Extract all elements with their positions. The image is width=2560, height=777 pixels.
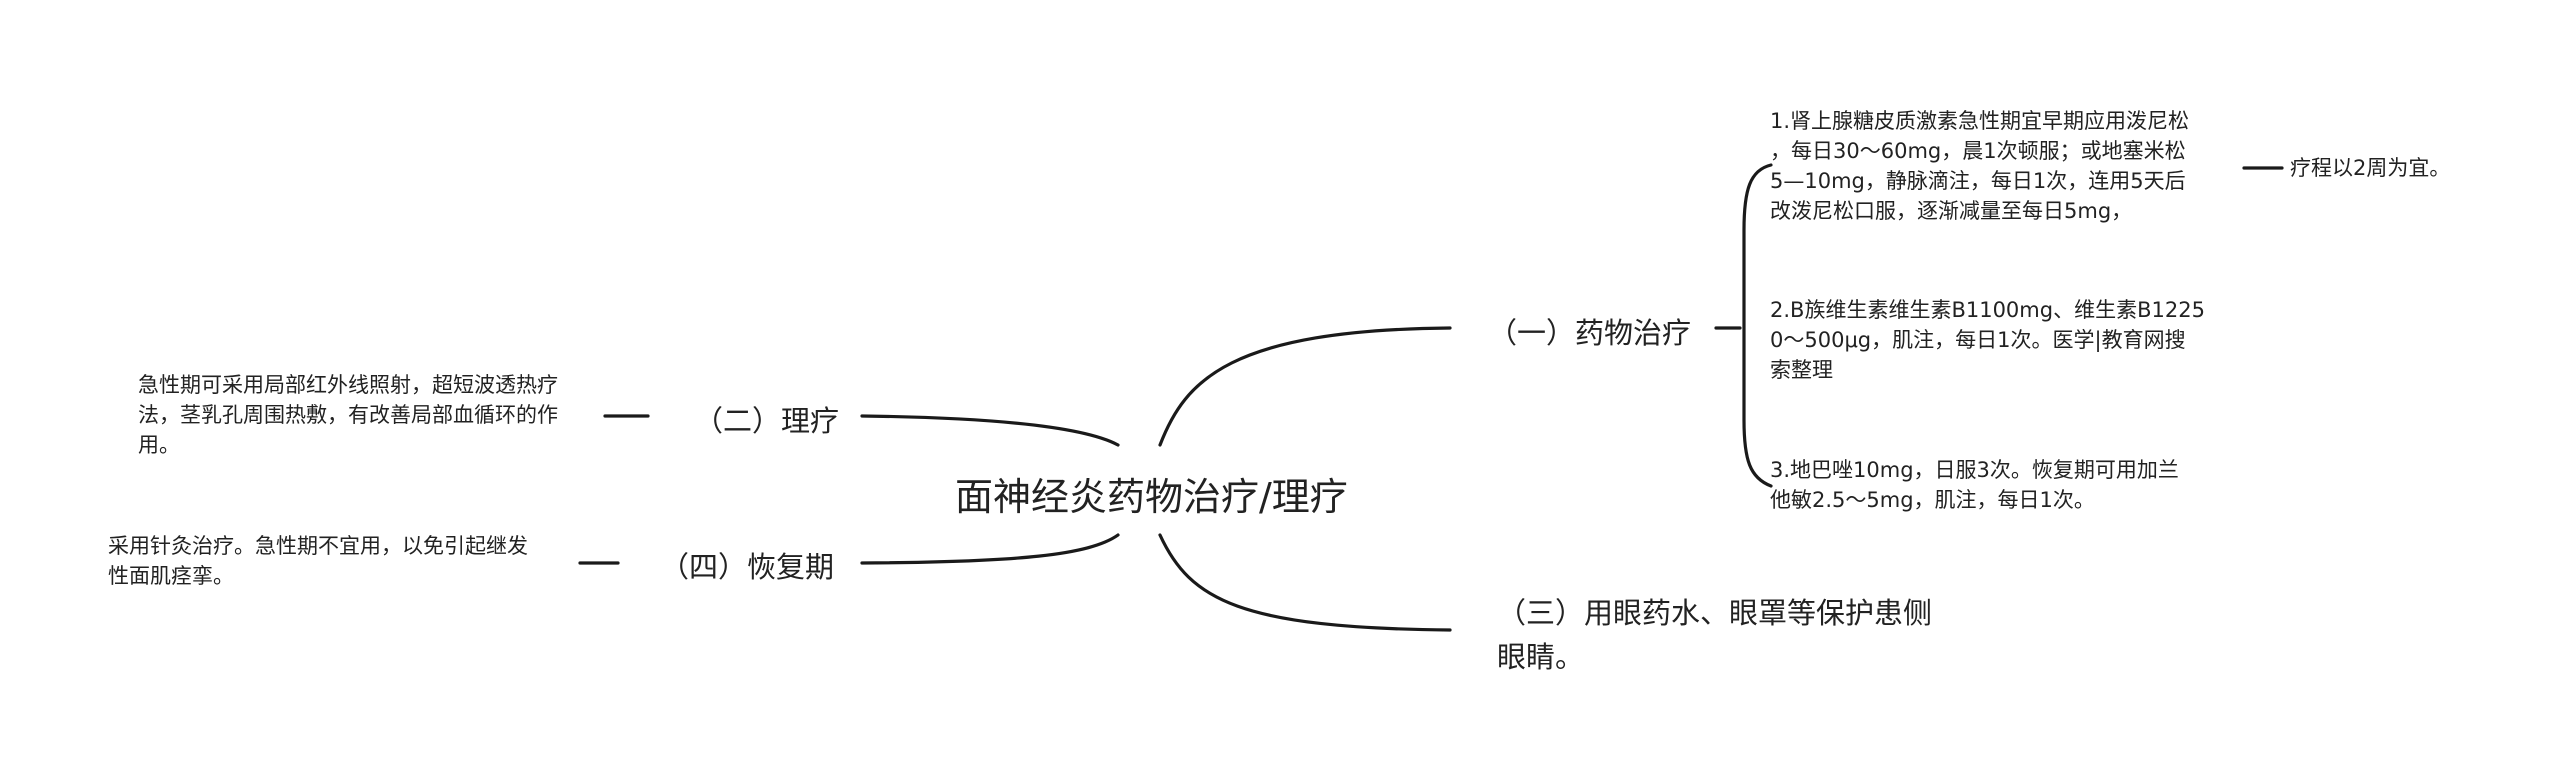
leaf-dibazol: 3.地巴唑10mg，日服3次。恢复期可用加兰 他敏2.5～5mg，肌注，每日1次… bbox=[1770, 458, 2179, 512]
connector-root-drug bbox=[1158, 326, 1452, 447]
leaf-treatment-course: 疗程以2周为宜。 bbox=[2290, 156, 2451, 180]
branch-drug-therapy: （一）药物治疗 bbox=[1488, 316, 1692, 350]
connector-root-physio bbox=[860, 414, 1120, 447]
leaf-vitamin-b: 2.B族维生素维生素B1100mg、维生素B1225 0～500μg，肌注，每日… bbox=[1770, 298, 2205, 382]
leaf-corticosteroid: 1.肾上腺糖皮质激素急性期宜早期应用泼尼松 ，每日30～60mg，晨1次顿服；或… bbox=[1770, 109, 2190, 223]
connector-root-recovery bbox=[860, 533, 1120, 565]
bracket-drug-leaves bbox=[1742, 163, 1773, 488]
leaf-acupuncture: 采用针灸治疗。急性期不宜用，以免引起继发 性面肌痉挛。 bbox=[108, 534, 528, 588]
branch-recovery-period: （四）恢复期 bbox=[660, 550, 835, 584]
branch-eye-protection: （三）用眼药水、眼罩等保护患侧 眼睛。 bbox=[1497, 596, 1933, 674]
connector-root-eye bbox=[1158, 533, 1452, 632]
branch-physiotherapy: （二）理疗 bbox=[694, 404, 840, 438]
root-node-title: 面神经炎药物治疗/理疗 bbox=[955, 475, 1348, 519]
leaf-physiotherapy-detail: 急性期可采用局部红外线照射，超短波透热疗 法，茎乳孔周围热敷，有改善局部血循环的… bbox=[138, 373, 558, 457]
